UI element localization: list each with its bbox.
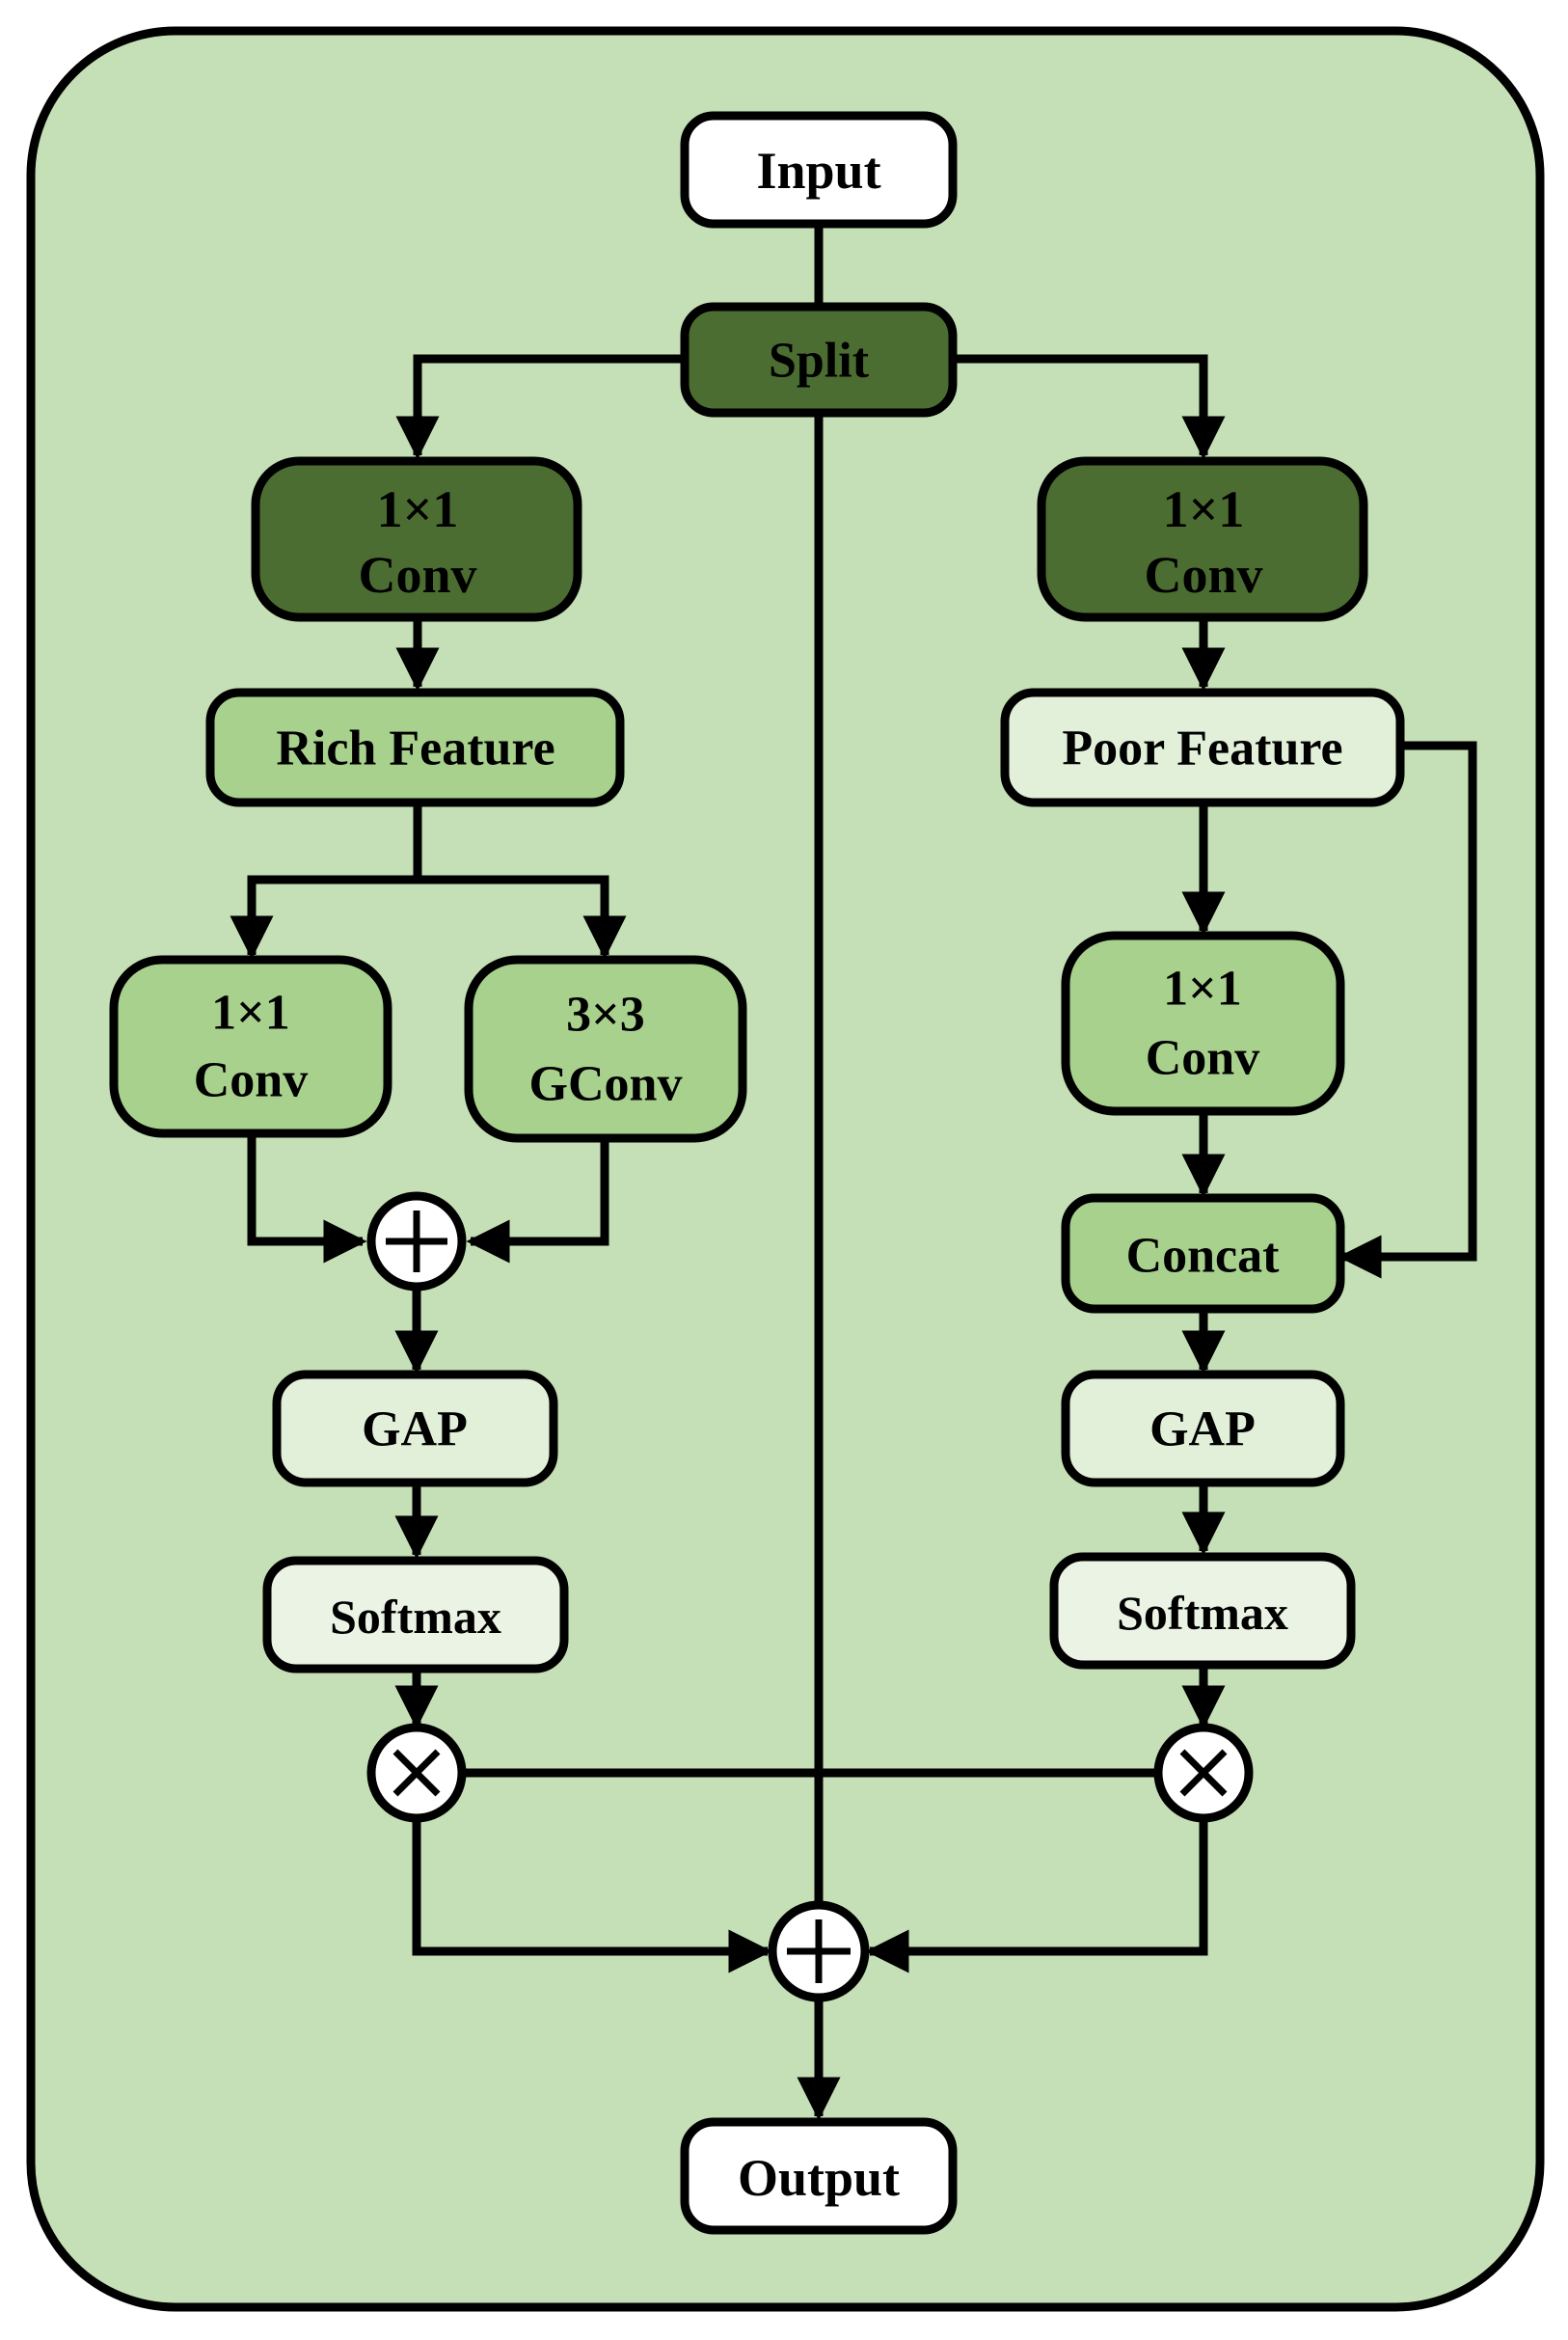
svg-text:Conv: Conv [194, 1053, 308, 1108]
output-add-icon [768, 1900, 870, 2002]
input-node: Input [680, 111, 958, 229]
poor-feature-node: Poor Feature [1000, 688, 1405, 807]
split-node: Split [680, 302, 958, 418]
left-multiply-icon [366, 1723, 467, 1823]
svg-text:Input: Input [756, 142, 880, 200]
svg-text:Softmax: Softmax [330, 1590, 501, 1644]
left-softmax-node: Softmax [262, 1556, 569, 1673]
svg-text:1×1: 1×1 [211, 986, 290, 1041]
edge-split-right-conv [953, 354, 1226, 460]
edge-left-mul-output-add [412, 1821, 772, 1973]
concat-node: Concat [1061, 1193, 1345, 1314]
svg-text:1×1: 1×1 [1163, 480, 1245, 538]
svg-text:Poor Feature: Poor Feature [1062, 721, 1342, 776]
svg-text:GAP: GAP [362, 1402, 468, 1457]
edge-poor-concat-skip [1338, 741, 1477, 1279]
svg-text:1×1: 1×1 [1163, 962, 1242, 1017]
right-multiply-icon [1153, 1723, 1254, 1823]
svg-text:GConv: GConv [529, 1057, 683, 1112]
gconv-node: 3×3 GConv [464, 955, 747, 1143]
edge-small-conv-add [247, 1136, 367, 1264]
rich-feature-node: Rich Feature [205, 688, 625, 807]
right-softmax-node: Softmax [1049, 1552, 1356, 1670]
left-gap-node: GAP [272, 1370, 558, 1487]
svg-text:Split: Split [769, 334, 870, 389]
left-add-icon [366, 1191, 467, 1292]
svg-text:Rich Feature: Rich Feature [276, 721, 554, 776]
svg-text:3×3: 3×3 [566, 988, 645, 1043]
left-small-conv-node: 1×1 Conv [109, 955, 392, 1138]
right-conv-node: 1×1 Conv [1037, 456, 1368, 622]
svg-text:GAP: GAP [1149, 1402, 1256, 1457]
svg-text:Concat: Concat [1126, 1229, 1281, 1284]
left-conv-node: 1×1 Conv [251, 456, 582, 622]
right-gap-node: GAP [1061, 1370, 1345, 1487]
output-node: Output [680, 2117, 958, 2235]
svg-text:Conv: Conv [1144, 546, 1262, 604]
edge-rich-split-junction [230, 803, 422, 960]
svg-text:Output: Output [738, 2149, 900, 2207]
edge-rich-gconv [418, 875, 627, 960]
edge-right-mul-output-add [865, 1821, 1208, 1973]
svg-text:Conv: Conv [358, 546, 476, 604]
svg-text:Conv: Conv [1146, 1031, 1259, 1086]
edges [230, 225, 1477, 2121]
svg-text:Softmax: Softmax [1117, 1586, 1288, 1640]
right-small-conv-node: 1×1 Conv [1061, 931, 1345, 1116]
svg-text:1×1: 1×1 [377, 480, 459, 538]
edge-gconv-add [466, 1141, 609, 1264]
edge-split-left-conv [395, 354, 687, 460]
